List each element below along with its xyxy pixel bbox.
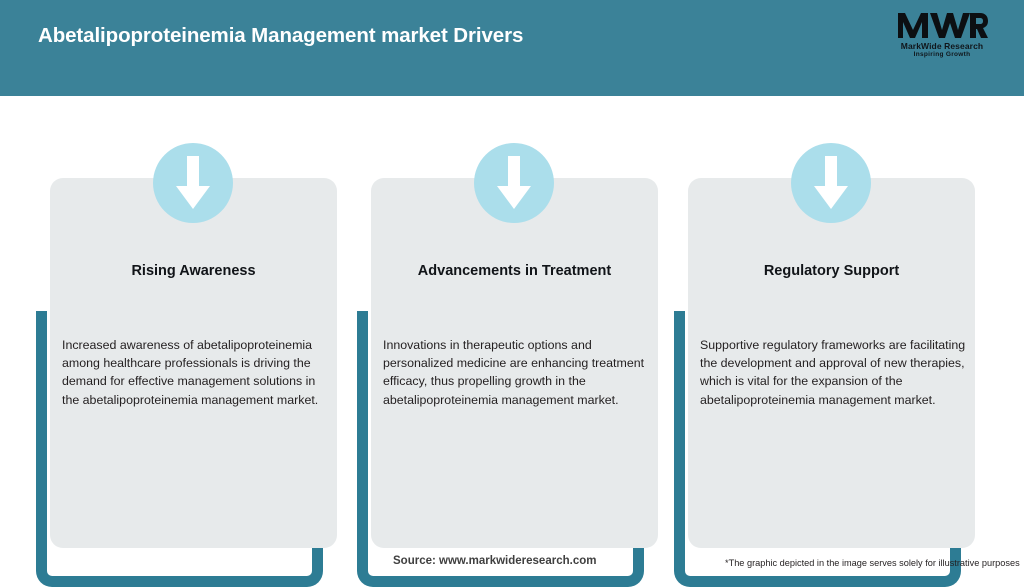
brand-logo: MarkWide Research Inspiring Growth [886, 10, 998, 64]
mwr-logomark-icon [898, 13, 988, 38]
card-description: Increased awareness of abetalipoproteine… [62, 338, 319, 407]
card-surface [688, 178, 975, 548]
driver-cards-container: Rising Awareness Increased awareness of … [0, 96, 1024, 587]
card-surface [371, 178, 658, 548]
down-arrow-icon [153, 143, 233, 223]
card-surface [50, 178, 337, 548]
source-label: Source: www.markwideresearch.com [393, 555, 597, 567]
disclaimer-note: *The graphic depicted in the image serve… [725, 558, 1020, 568]
logo-tagline: Inspiring Growth [913, 51, 971, 58]
card-title: Advancements in Treatment [417, 263, 612, 279]
card-title: Rising Awareness [131, 263, 256, 279]
down-arrow-icon [474, 143, 554, 223]
page-title: Abetalipoproteinemia Management market D… [38, 24, 524, 47]
card-description: Supportive regulatory frameworks are fac… [700, 338, 966, 407]
down-arrow-icon [791, 143, 871, 223]
driver-card[interactable]: Regulatory Support Supportive regulatory… [674, 143, 975, 587]
driver-card[interactable]: Rising Awareness Increased awareness of … [36, 143, 337, 587]
logo-company-name: MarkWide Research [900, 41, 984, 51]
page-header: Abetalipoproteinemia Management market D… [0, 0, 1024, 96]
card-title: Regulatory Support [763, 263, 900, 279]
card-description: Innovations in therapeutic options and p… [383, 338, 645, 407]
driver-card[interactable]: Advancements in Treatment Innovations in… [357, 143, 658, 587]
